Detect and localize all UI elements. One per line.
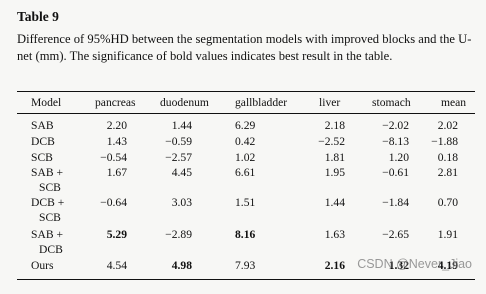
table-cell: 1.81 bbox=[324, 151, 345, 164]
row-model: Ours bbox=[31, 259, 54, 272]
table-cell: −0.61 bbox=[382, 166, 409, 179]
table-cell: 2.20 bbox=[106, 119, 127, 132]
table-cell: −2.02 bbox=[382, 119, 409, 132]
table-cell: −2.65 bbox=[382, 228, 409, 241]
column-header: gallbladder bbox=[235, 96, 288, 109]
table-cell: 1.67 bbox=[106, 166, 127, 179]
table-cell: 1.51 bbox=[235, 196, 256, 209]
table-cell: 6.29 bbox=[235, 119, 256, 132]
table-cell: 2.18 bbox=[324, 119, 345, 132]
header-rule bbox=[17, 113, 475, 114]
watermark: CSDN @Never_Jiao bbox=[357, 257, 472, 271]
table-cell: −0.64 bbox=[100, 196, 127, 209]
column-header: liver bbox=[319, 96, 341, 109]
table-cell: −2.57 bbox=[165, 151, 192, 164]
table-cell: 8.16 bbox=[235, 228, 256, 241]
top-rule bbox=[17, 91, 475, 93]
table-cell: 5.29 bbox=[106, 228, 127, 241]
table-cell: 1.95 bbox=[324, 166, 345, 179]
table-cell: 6.61 bbox=[235, 166, 256, 179]
table-cell: 0.70 bbox=[437, 196, 458, 209]
table-cell: 4.54 bbox=[106, 259, 127, 272]
row-model: SAB + bbox=[31, 228, 63, 241]
table-cell: 1.20 bbox=[388, 151, 409, 164]
column-header: Model bbox=[31, 96, 62, 109]
table-cell: −8.13 bbox=[382, 135, 409, 148]
table-label: Table 9 bbox=[17, 9, 59, 24]
table-cell: 1.32 bbox=[388, 259, 409, 272]
table-cell: 1.63 bbox=[324, 228, 345, 241]
table-cell: 2.02 bbox=[437, 119, 458, 132]
table-cell: −0.59 bbox=[165, 135, 192, 148]
column-header: duodenum bbox=[160, 96, 209, 109]
table-cell: 0.18 bbox=[437, 151, 458, 164]
column-header: mean bbox=[441, 96, 467, 109]
table-cell: 1.91 bbox=[437, 228, 458, 241]
table-cell: −2.52 bbox=[318, 135, 345, 148]
row-model: SAB + bbox=[31, 166, 63, 179]
table-cell: 4.45 bbox=[171, 166, 192, 179]
table-cell: 2.16 bbox=[324, 259, 345, 272]
table-cell: 1.02 bbox=[235, 151, 256, 164]
table-cell: 4.98 bbox=[171, 259, 192, 272]
row-model-continued: SCB bbox=[39, 181, 61, 194]
row-model-continued: DCB bbox=[39, 243, 63, 256]
table-cell: 7.93 bbox=[235, 259, 256, 272]
table-cell: −1.88 bbox=[431, 135, 458, 148]
bottom-rule bbox=[17, 279, 475, 281]
table-cell: 2.81 bbox=[437, 166, 458, 179]
table-cell: 1.44 bbox=[324, 196, 345, 209]
row-model: SAB bbox=[31, 119, 54, 132]
table-cell: 4.19 bbox=[437, 259, 458, 272]
column-header: stomach bbox=[372, 96, 411, 109]
row-model: DCB + bbox=[31, 196, 65, 209]
row-model-continued: SCB bbox=[39, 211, 61, 224]
table-cell: 1.43 bbox=[106, 135, 127, 148]
table-cell: 1.44 bbox=[171, 119, 192, 132]
table-cell: −2.89 bbox=[165, 228, 192, 241]
table-cell: 3.03 bbox=[171, 196, 192, 209]
column-header: pancreas bbox=[95, 96, 136, 109]
row-model: SCB bbox=[31, 151, 53, 164]
table-cell: −0.54 bbox=[100, 151, 127, 164]
table-cell: 0.42 bbox=[235, 135, 256, 148]
table-caption: Difference of 95%HD between the segmenta… bbox=[17, 32, 472, 63]
row-model: DCB bbox=[31, 135, 55, 148]
table-cell: −1.84 bbox=[382, 196, 409, 209]
